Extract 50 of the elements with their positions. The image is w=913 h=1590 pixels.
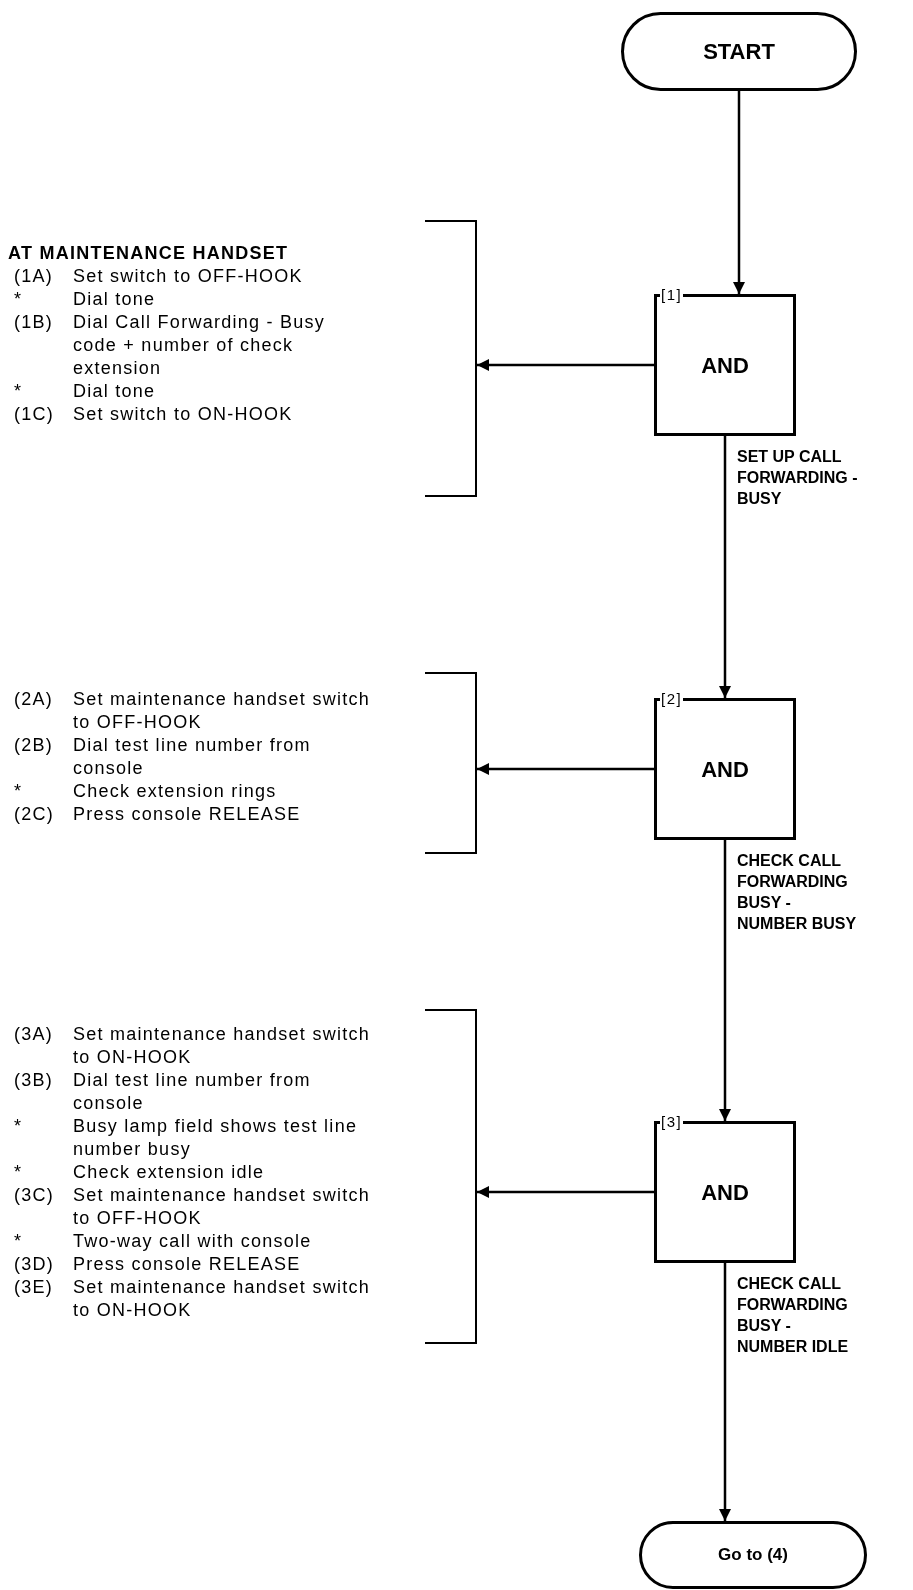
step-text: Set maintenance handset switch to OFF-HOOK	[73, 688, 371, 734]
step-code: (3D)	[13, 1253, 56, 1276]
step-code: (1B)	[13, 311, 55, 334]
step-text: Set maintenance handset switch to ON-HOOK	[73, 1276, 371, 1322]
step-text: Busy lamp field shows test line number busy	[73, 1115, 359, 1161]
step-text: Dial tone	[73, 288, 157, 311]
step-text: Press console RELEASE	[73, 1253, 302, 1276]
step-text: Two-way call with console	[73, 1230, 313, 1253]
step-code: (2C)	[13, 803, 56, 826]
step-code: (1A)	[13, 265, 55, 288]
arrow	[719, 1263, 731, 1521]
step-code: *	[13, 380, 24, 403]
step-text: Dial tone	[73, 380, 157, 403]
step-text: Dial Call Forwarding - Busy code + number of check extension	[73, 311, 327, 380]
step-code: (2B)	[13, 734, 55, 757]
arrow	[477, 763, 654, 775]
step-caption: CHECK CALL FORWARDING BUSY - NUMBER BUSY	[737, 851, 858, 934]
arrow	[719, 840, 731, 1121]
step-text: Press console RELEASE	[73, 803, 302, 826]
step-text: Set maintenance handset switch to ON-HOOK	[73, 1023, 371, 1069]
arrow	[719, 436, 731, 698]
step-text: Set maintenance handset switch to OFF-HOOK	[73, 1184, 371, 1230]
step-text: Check extension rings	[73, 780, 278, 803]
step-code: (3B)	[13, 1069, 55, 1092]
terminal-label: Go to (4)	[718, 1544, 788, 1567]
arrow	[477, 359, 654, 371]
step-code: *	[13, 1115, 24, 1138]
step-code: *	[13, 1230, 24, 1253]
note-heading: AT MAINTENANCE HANDSET	[8, 242, 289, 265]
step-text: Dial test line number from console	[73, 734, 312, 780]
step-caption: CHECK CALL FORWARDING BUSY - NUMBER IDLE	[737, 1274, 850, 1357]
step-text: Set switch to OFF-HOOK	[73, 265, 304, 288]
step-text: Dial test line number from console	[73, 1069, 312, 1115]
step-caption: SET UP CALL FORWARDING - BUSY	[737, 447, 859, 509]
step-code: (1C)	[13, 403, 56, 426]
step-code: *	[13, 780, 24, 803]
step-text: Set switch to ON-HOOK	[73, 403, 294, 426]
step-code: (3C)	[13, 1184, 56, 1207]
step-code: (2A)	[13, 688, 55, 711]
step-code: (3A)	[13, 1023, 55, 1046]
gate-label: AND	[701, 755, 749, 784]
step-text: Check extension idle	[73, 1161, 266, 1184]
step-code: *	[13, 1161, 24, 1184]
arrow	[477, 1186, 654, 1198]
terminal-label: START	[703, 38, 775, 66]
step-code: *	[13, 288, 24, 311]
gate-label: AND	[701, 351, 749, 380]
step-code: (3E)	[13, 1276, 55, 1299]
gate-label: AND	[701, 1178, 749, 1207]
arrow	[733, 91, 745, 294]
